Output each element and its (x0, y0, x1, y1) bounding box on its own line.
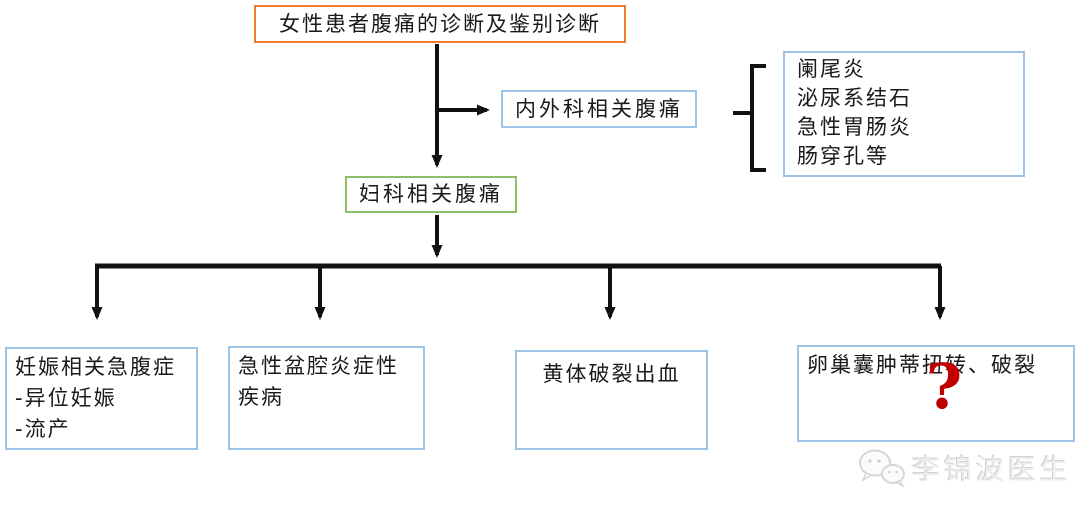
node-leaf-pid: 急性盆腔炎症性 疾病 (228, 346, 425, 450)
leaf-line: 妊娠相关急腹症 (15, 355, 176, 379)
list-item: 肠穿孔等 (797, 144, 889, 168)
brace-surgical-causes (733, 64, 766, 172)
question-mark: ? (925, 350, 963, 423)
list-item: 泌尿系结石 (797, 86, 912, 110)
node-surgical-causes: 阑尾炎 泌尿系结石 急性胃肠炎 肠穿孔等 (783, 51, 1025, 177)
leaf-line: 卵巢囊肿蒂扭转、破裂 (807, 353, 1037, 377)
node-leaf-ovarian-cyst: 卵巢囊肿蒂扭转、破裂 (797, 345, 1075, 442)
leaf-line: 急性盆腔炎症性 (238, 354, 399, 378)
node-root: 女性患者腹痛的诊断及鉴别诊断 (254, 5, 626, 43)
leaf-line: -流产 (15, 417, 71, 441)
leaf-line: 黄体破裂出血 (542, 362, 681, 386)
watermark: 李锦波医生 (856, 446, 1072, 490)
node-leaf-pregnancy: 妊娠相关急腹症 -异位妊娠 -流产 (5, 347, 198, 450)
wechat-icon (859, 449, 906, 489)
leaf-line: 疾病 (238, 385, 284, 409)
node-surgical: 内外科相关腹痛 (501, 90, 697, 128)
list-item: 急性胃肠炎 (797, 115, 912, 139)
list-item: 阑尾炎 (797, 57, 866, 81)
node-leaf-corpus-luteum: 黄体破裂出血 (515, 350, 708, 450)
watermark-text: 李锦波医生 (912, 453, 1073, 486)
leaf-line: -异位妊娠 (15, 386, 117, 410)
node-gyn: 妇科相关腹痛 (345, 176, 517, 213)
